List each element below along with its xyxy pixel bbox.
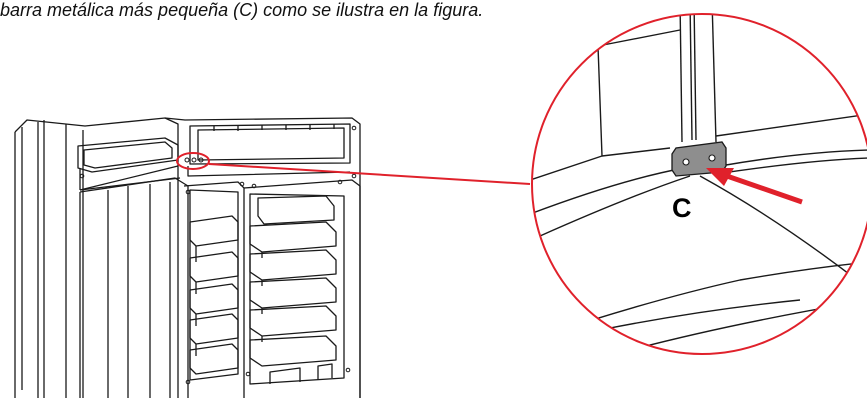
part-label-c: C — [672, 193, 692, 223]
right-shelf-unit — [243, 179, 361, 398]
instruction-caption: barra metálica más pequeña (C) como se i… — [0, 0, 484, 20]
front-left-column — [79, 177, 189, 398]
left-wall-panel — [14, 117, 179, 398]
left-shelf-unit — [183, 181, 245, 398]
junction-bracket-small — [184, 157, 204, 163]
detail-magnified-view — [531, 13, 867, 355]
screw-holes — [79, 125, 357, 385]
highlight-ellipse — [176, 152, 210, 170]
detail-circle-outline — [531, 13, 867, 355]
pointer-arrow-icon — [706, 168, 803, 205]
metal-bar-c — [671, 141, 727, 177]
upper-shelf-left — [77, 137, 181, 191]
callout-leader-line — [208, 163, 531, 185]
